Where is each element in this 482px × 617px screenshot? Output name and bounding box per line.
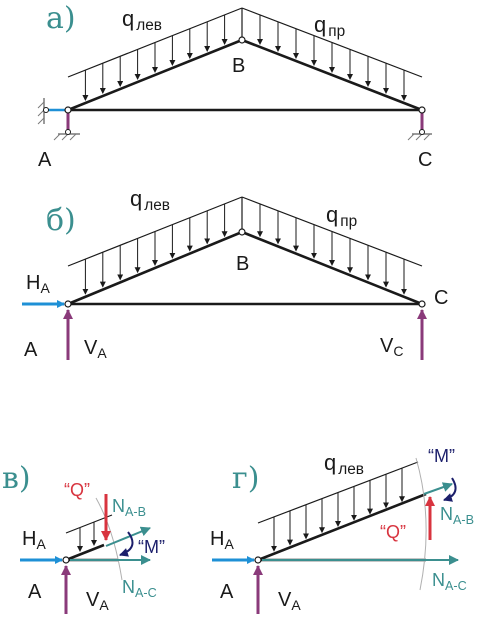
joint-a — [62, 556, 70, 564]
load-arrows-a — [82, 14, 407, 101]
moment-label: “M” — [138, 537, 165, 557]
point-a-label: A — [28, 581, 42, 603]
va-label: VA — [278, 589, 301, 613]
load-arrows-v — [77, 522, 97, 552]
panel-a: а) — [37, 1, 432, 171]
section-cut-line — [415, 457, 427, 591]
point-b-label: B — [236, 253, 249, 275]
ha-label: HA — [26, 272, 50, 296]
joint-a — [64, 300, 72, 308]
joint-b — [238, 36, 246, 44]
member-ab-cut — [65, 543, 105, 562]
moment-arrow — [119, 531, 134, 557]
ha-label: HA — [210, 528, 234, 552]
point-c-label: C — [434, 287, 448, 309]
load-arrows-g — [271, 468, 405, 552]
member-bc — [241, 38, 423, 112]
roller-support-c — [407, 110, 432, 141]
nac-label: NA-C — [432, 570, 467, 593]
joint-a — [254, 556, 262, 564]
pin-support-a — [37, 98, 80, 141]
point-a-label: A — [24, 339, 38, 361]
joint-a — [64, 106, 72, 114]
ha-label: HA — [22, 528, 46, 552]
nab-label: NA-B — [440, 504, 474, 527]
q-force-label: “Q” — [64, 480, 90, 500]
joint-b — [238, 228, 246, 236]
load-boundary — [65, 514, 113, 534]
member-ab-cut — [257, 492, 427, 562]
panel-a-label: а) — [46, 1, 76, 36]
member-ab — [67, 230, 243, 306]
point-a-label: A — [38, 149, 52, 171]
moment-arrow — [443, 477, 457, 502]
panel-g-label: г) — [232, 461, 259, 496]
nab-label: NA-B — [112, 496, 146, 519]
joint-c — [418, 300, 426, 308]
point-a-label: A — [220, 581, 234, 603]
panel-v-label: в) — [2, 461, 31, 496]
point-b-label: B — [232, 55, 245, 77]
va-label: VA — [86, 589, 109, 613]
moment-label: “M” — [428, 446, 455, 466]
member-bc — [241, 230, 423, 306]
nab-arrow — [105, 526, 151, 547]
member-ab — [67, 38, 243, 112]
vc-label: VC — [380, 335, 403, 359]
joint-c — [418, 106, 426, 114]
q-force-label: “Q” — [380, 522, 406, 542]
nab-arrow — [423, 482, 453, 495]
panel-b-label: б) — [46, 203, 76, 238]
section-cut-line — [95, 497, 123, 581]
load-arrows-b — [82, 203, 407, 295]
point-c-label: C — [418, 149, 432, 171]
va-label: VA — [84, 337, 107, 361]
nac-label: NA-C — [122, 577, 157, 600]
panel-v: в) “Q” NA-B “M” HA A VA NA-C — [2, 461, 165, 614]
